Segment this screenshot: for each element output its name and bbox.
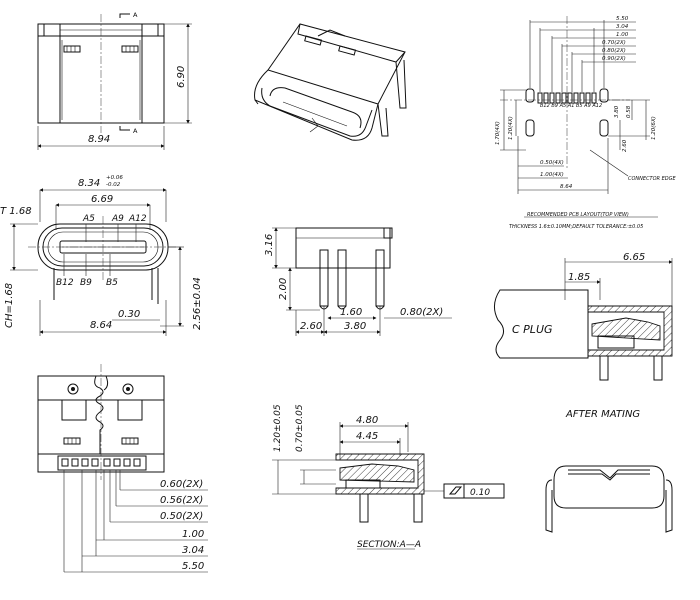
side-dim-160: 1.60 xyxy=(340,307,362,318)
section-mark-top: A xyxy=(133,11,138,19)
smt-pads xyxy=(525,88,609,137)
bottom-dim-550: 5.50 xyxy=(182,561,204,572)
mating-dim-185: 1.85 xyxy=(568,272,590,283)
pcb-dim-864: 8.64 xyxy=(560,184,573,190)
section-dim-445: 4.45 xyxy=(356,431,378,442)
side-dim-380: 3.80 xyxy=(344,321,366,332)
pin-label-b9: B9 xyxy=(80,278,92,288)
section-view: 4.80 4.45 1.20±0.05 0.70±0.05 0.10 SECTI… xyxy=(272,404,505,550)
mouth-view: 8.34 +0.06 -0.02 6.69 T 1.68 A5 A9 A12 B… xyxy=(0,175,203,336)
mouth-inner-dim: 6.69 xyxy=(91,194,113,205)
mouth-pcb-dim: 0.30 xyxy=(118,309,140,320)
front-view: A A 8.94 6.90 xyxy=(37,11,192,150)
pin-label-b12: B12 xyxy=(56,278,74,288)
bottom-dim-060: 0.60(2X) xyxy=(160,479,203,490)
mouth-ch-label: CH=1.68 xyxy=(4,283,15,328)
mouth-top-dim: 8.34 xyxy=(78,178,100,189)
pcb-dim-058: 0.58 xyxy=(626,105,632,118)
pcb-dim-260: 2.60 xyxy=(622,139,628,152)
pcb-dim-304: 3.04 xyxy=(616,24,629,30)
pin-label-a5: A5 xyxy=(82,214,95,224)
pcb-pin-labels: B12 B9 A5 A1 B5 A9 A12 xyxy=(540,103,602,109)
mating-view: 6.65 1.85 C PLUG AFTER MATING xyxy=(494,252,673,420)
bottom-view: 0.60(2X) 0.56(2X) 0.50(2X) 1.00 3.04 5.5… xyxy=(37,364,208,573)
pin-label-b5: B5 xyxy=(106,278,118,288)
mouth-bottom-dim: 8.64 xyxy=(90,320,112,331)
side-dim-080: 0.80(2X) xyxy=(400,307,443,318)
pcb-dim-090: 0.90(2X) xyxy=(602,56,626,62)
pcb-dim-170: 1.70(4X) xyxy=(495,121,501,145)
pin-label-a12: A12 xyxy=(128,214,147,224)
pcb-dim-100: 1.00 xyxy=(616,32,629,38)
pcb-dim-120: 1.20(4X) xyxy=(508,116,514,140)
isometric-view xyxy=(254,23,407,141)
section-dim-480: 4.80 xyxy=(356,415,378,426)
mouth-height-dim: 2.56±0.04 xyxy=(192,277,203,330)
pcb-dim-080: 0.80(2X) xyxy=(602,48,626,54)
mating-dim-665: 6.65 xyxy=(623,252,645,263)
connector-edge-label: CONNECTOR EDGE xyxy=(628,176,676,182)
pcb-layout: 5.50 3.04 1.00 0.70(2X) 0.80(2X) 0.90(2X… xyxy=(495,16,676,230)
pcb-dim-070: 0.70(2X) xyxy=(602,40,626,46)
plug-label: C PLUG xyxy=(512,323,553,336)
side-view: 3.16 2.00 1.60 0.80(2X) 2.60 3.80 xyxy=(264,227,452,336)
pcb-dim-100-4x: 1.00(4X) xyxy=(540,172,564,178)
side-dim-316: 3.16 xyxy=(264,234,275,256)
section-dim-120: 1.20±0.05 xyxy=(273,404,283,452)
pcb-dim-380: 3.80 xyxy=(614,105,620,118)
side-dim-200: 2.00 xyxy=(278,278,289,300)
pcb-dim-050: 0.50(4X) xyxy=(540,160,564,166)
bottom-dim-050: 0.50(2X) xyxy=(160,511,203,522)
pcb-dim-550: 5.50 xyxy=(616,16,629,22)
front-width-label: 8.94 xyxy=(88,134,110,145)
pcb-layout-title: RECOMMENDED PCB LAYOUT(TOP VIEW) xyxy=(527,212,629,218)
section-caption: SECTION:A—A xyxy=(357,540,421,550)
section-mark-bottom: A xyxy=(133,127,138,135)
bottom-dim-304: 3.04 xyxy=(182,545,204,556)
flatness-value: 0.10 xyxy=(470,488,490,498)
pcb-dim-120-6x: 1.20(6X) xyxy=(651,116,657,140)
mouth-tol-plus: +0.06 xyxy=(106,175,123,181)
side-dim-260: 2.60 xyxy=(300,321,322,332)
mouth-tol-minus: -0.02 xyxy=(106,182,121,188)
pcb-layout-note: THICKNESS 1.6±0.10MM;DEFAULT TOLERANCE:±… xyxy=(509,224,643,230)
bottom-dim-056: 0.56(2X) xyxy=(160,495,203,506)
mating-caption: AFTER MATING xyxy=(565,409,640,420)
front-height-label: 6.90 xyxy=(176,66,187,88)
mouth-left-cut: T 1.68 xyxy=(0,206,32,217)
section-dim-070: 0.70±0.05 xyxy=(295,404,305,452)
receptacle-outline xyxy=(545,465,673,533)
bottom-dim-100: 1.00 xyxy=(182,529,204,540)
pin-label-a9: A9 xyxy=(111,214,124,224)
